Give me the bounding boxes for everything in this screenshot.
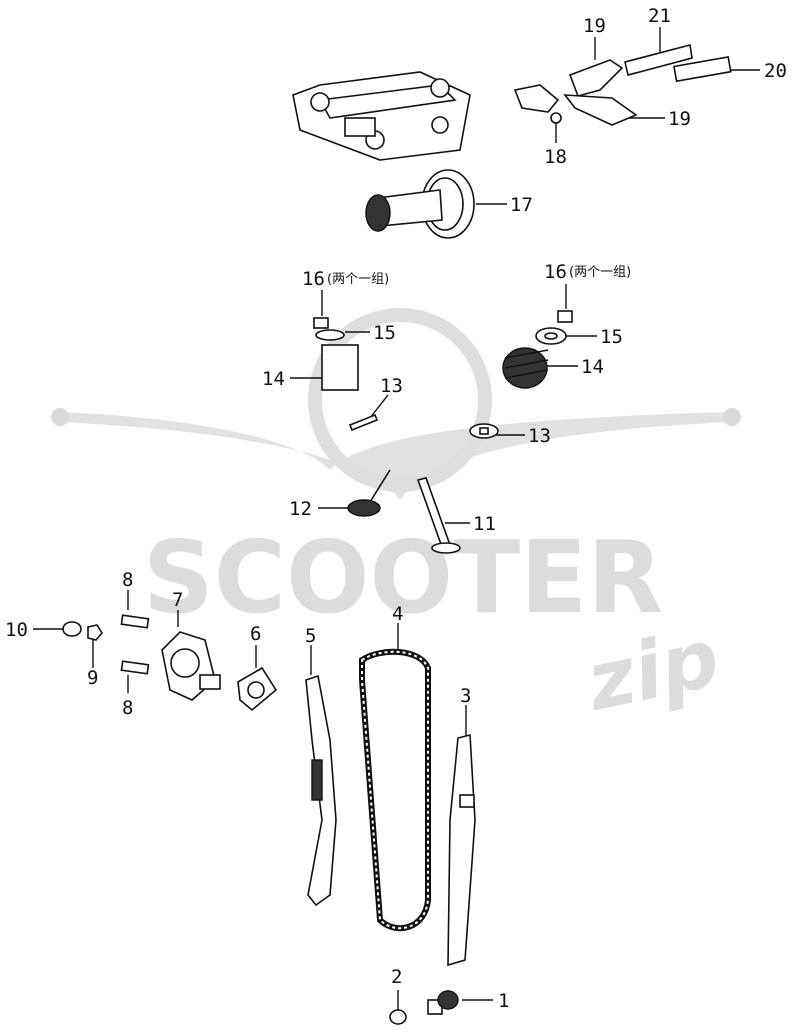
cylinder-head-holder bbox=[292, 71, 471, 161]
callout-8a: 8 bbox=[122, 569, 133, 591]
callout-21: 21 bbox=[648, 5, 671, 27]
callout-14a: 14 bbox=[262, 368, 285, 390]
cam-chain bbox=[359, 648, 431, 932]
callout-2: 2 bbox=[391, 966, 402, 988]
leader-lines bbox=[33, 27, 760, 1010]
callout-7: 7 bbox=[172, 589, 183, 611]
valve-spring-left bbox=[321, 344, 359, 391]
intake-valve bbox=[347, 469, 391, 517]
callout-labels: 1 2 3 4 5 6 7 8 8 9 10 11 12 13 13 14 14… bbox=[5, 5, 787, 1012]
callout-5: 5 bbox=[305, 625, 316, 647]
valve-spring-right bbox=[502, 347, 549, 389]
callout-11: 11 bbox=[473, 513, 496, 535]
spring-retainer-right bbox=[535, 327, 567, 345]
exhaust-valve bbox=[416, 477, 461, 554]
callout-13a: 13 bbox=[380, 375, 403, 397]
valve-keepers-right bbox=[557, 310, 573, 323]
note-16a: (两个一组) bbox=[327, 272, 389, 287]
chain-guide bbox=[447, 733, 476, 967]
washer-10 bbox=[62, 621, 82, 637]
callout-15b: 15 bbox=[600, 326, 623, 348]
callout-19b: 19 bbox=[668, 108, 691, 130]
callout-6: 6 bbox=[250, 623, 261, 645]
spring-retainer-left bbox=[315, 329, 345, 341]
callout-16b: 16 bbox=[544, 261, 567, 283]
tensioner-gasket bbox=[237, 666, 278, 712]
callout-8b: 8 bbox=[122, 697, 133, 719]
camshaft bbox=[365, 169, 475, 239]
callout-3: 3 bbox=[460, 685, 471, 707]
watermark-brand: SCOOTER bbox=[143, 519, 663, 636]
callout-1: 1 bbox=[498, 990, 509, 1012]
nut-9 bbox=[87, 624, 103, 641]
tensioner-plug bbox=[427, 990, 459, 1015]
callout-16a: 16 bbox=[302, 268, 325, 290]
callout-4: 4 bbox=[392, 603, 403, 625]
valve-keepers-left bbox=[313, 317, 329, 329]
callout-20: 20 bbox=[764, 60, 787, 82]
valve-washer-right bbox=[469, 423, 499, 439]
callout-12: 12 bbox=[289, 498, 312, 520]
callout-15a: 15 bbox=[373, 322, 396, 344]
tensioner-guide bbox=[305, 674, 337, 907]
tensioner-bolts bbox=[120, 614, 150, 675]
callout-13b: 13 bbox=[528, 425, 551, 447]
callout-10: 10 bbox=[5, 619, 28, 641]
callout-18: 18 bbox=[544, 146, 567, 168]
watermark: SCOOTER zip bbox=[51, 308, 741, 729]
o-ring bbox=[389, 1009, 407, 1025]
chain-tensioner bbox=[161, 631, 221, 701]
note-16b: (两个一组) bbox=[569, 265, 631, 280]
rocker-arm-assembly bbox=[513, 44, 732, 126]
callout-14b: 14 bbox=[581, 356, 604, 378]
valve-seal-left bbox=[348, 413, 379, 432]
callout-17: 17 bbox=[510, 194, 533, 216]
callout-9: 9 bbox=[87, 667, 98, 689]
callout-19a: 19 bbox=[583, 15, 606, 37]
